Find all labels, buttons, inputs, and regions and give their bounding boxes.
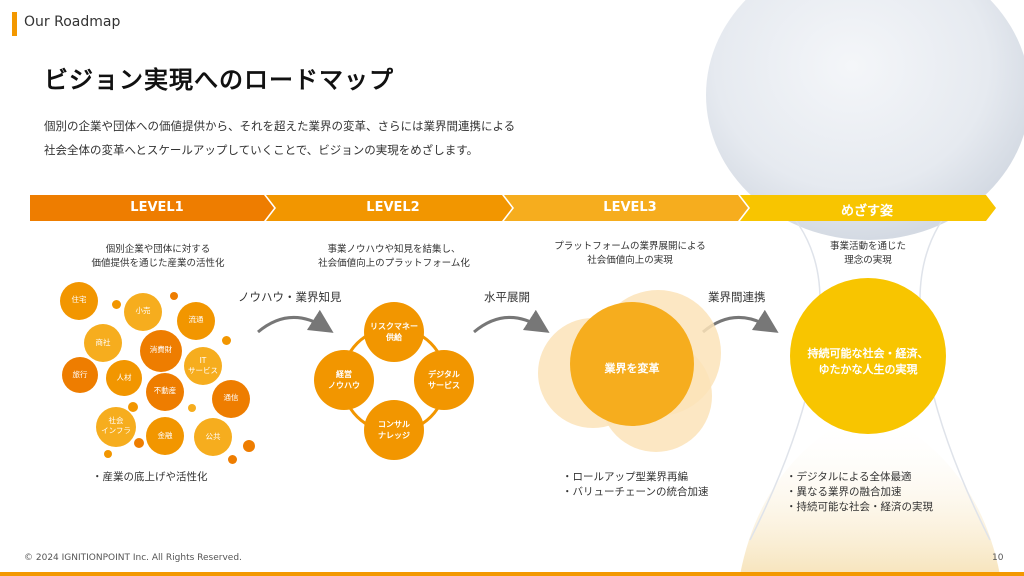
intro-line-1: 個別の企業や団体への価値提供から、それを超えた業界の変革、さらには業界間連携によ… [44, 119, 516, 133]
industry-label-trading: 商社 [95, 338, 111, 347]
level2-node-label-risk-money: リスクマネー 供給 [370, 322, 418, 342]
step-arrow-level1 [30, 195, 274, 221]
industry-bubble-infrastructure [96, 407, 136, 447]
industry-bubble-real-estate [146, 373, 184, 411]
page-number: 10 [992, 553, 1004, 563]
industry-bubble-hr [106, 360, 142, 396]
level3-main-circle [570, 302, 694, 426]
goal-bullet: 異なる業界の融合加速 [786, 485, 933, 500]
industry-bubble-telecom [212, 380, 250, 418]
level2-node-management [314, 350, 374, 410]
step-arrow-level3 [504, 195, 748, 221]
level3-bullet: バリューチェーンの統合加速 [562, 485, 709, 500]
curved-arrow-2 [473, 309, 550, 334]
industry-label-public: 公共 [205, 432, 221, 441]
step-arrow-level2 [266, 195, 512, 221]
small-dot [228, 455, 237, 464]
industry-label-finance: 金融 [157, 431, 173, 440]
level2-node-label-consulting: コンサル ナレッジ [378, 420, 410, 440]
footer-copyright: © 2024 IGNITIONPOINT Inc. All Rights Res… [24, 553, 242, 563]
small-dot [128, 402, 138, 412]
industry-bubble-finance [146, 417, 184, 455]
small-dot [134, 438, 144, 448]
step-label-level3: LEVEL3 [603, 200, 657, 215]
industry-bubble-housing [60, 282, 98, 320]
section-label: Our Roadmap [24, 14, 121, 30]
level2-node-label-management: 経営 ノウハウ [328, 370, 360, 390]
industry-label-consumer-goods: 消費財 [149, 345, 173, 354]
goal-bullet: 持続可能な社会・経済の実現 [786, 500, 934, 515]
level2-node-label-digital: デジタル サービス [428, 370, 460, 390]
industry-label-hr: 人材 [116, 373, 132, 382]
level1-bullet: 産業の底上げや活性化 [92, 470, 208, 485]
industry-label-housing: 住宅 [71, 295, 87, 304]
step-label-goal: めざす姿 [840, 204, 893, 219]
goal-bullets: デジタルによる全体最適 異なる業界の融合加速 持続可能な社会・経済の実現 [786, 470, 934, 515]
small-dot [170, 292, 178, 300]
curved-arrow-1 [257, 309, 334, 334]
step-label-level2: LEVEL2 [366, 200, 420, 215]
goal-bullet: デジタルによる全体最適 [786, 470, 933, 485]
small-dot [243, 440, 255, 452]
small-dot [112, 300, 121, 309]
transition-label-knowhow: ノウハウ・業界知見 [238, 290, 342, 304]
upper-sphere [706, 0, 1024, 240]
industry-bubble-retail [124, 293, 162, 331]
transition-label-cross-industry: 業界間連携 [708, 290, 766, 304]
industry-label-retail: 小売 [135, 306, 151, 315]
step-label-level1: LEVEL1 [130, 200, 184, 215]
industry-label-real-estate: 不動産 [153, 386, 177, 395]
level2-node-risk-money [364, 302, 424, 362]
intro-line-2: 社会全体の変革へとスケールアップしていくことで、ビジョンの実現をめざします。 [44, 143, 479, 157]
industry-bubble-travel [62, 357, 98, 393]
transition-label-horizontal: 水平展開 [484, 290, 530, 304]
goal-description: 事業活動を通じた理念の実現 [829, 241, 906, 266]
page-title: ビジョン実現へのロードマップ [44, 66, 394, 94]
industry-bubble-public [194, 418, 232, 456]
level3-bullets: ロールアップ型業界再編 バリューチェーンの統合加速 [562, 470, 709, 500]
level2-description: 事業ノウハウや知見を結集し、社会価値向上のプラットフォーム化 [318, 244, 470, 269]
small-dot [222, 336, 231, 345]
section-accent-bar [12, 12, 17, 36]
industry-label-travel: 旅行 [72, 370, 88, 379]
step-arrow-goal [740, 195, 996, 221]
level1-description: 個別企業や団体に対する価値提供を通じた産業の活性化 [91, 244, 225, 269]
industry-label-it-services: IT サービス [188, 356, 218, 375]
goal-circle [790, 278, 946, 434]
industry-bubble-logistics [177, 302, 215, 340]
bottom-accent-line [0, 572, 1024, 576]
level1-bullets: 産業の底上げや活性化 [92, 470, 208, 485]
small-dot [104, 450, 112, 458]
industry-label-logistics: 流通 [188, 315, 204, 324]
level2-node-digital [414, 350, 474, 410]
level3-description: プラットフォームの業界展開による社会価値向上の実現 [554, 241, 706, 266]
small-dot [188, 404, 196, 412]
industry-bubble-consumer-goods [140, 330, 182, 372]
industry-label-telecom: 通信 [223, 393, 239, 402]
goal-center-label: 持続可能な社会・経済、ゆたかな人生の実現 [807, 347, 929, 376]
level3-center-label: 業界を変革 [604, 362, 660, 375]
level2-node-consulting [364, 400, 424, 460]
industry-label-infrastructure: 社会 インフラ [101, 416, 131, 435]
industry-bubble-trading [84, 324, 122, 362]
level3-bullet: ロールアップ型業界再編 [562, 470, 708, 485]
industry-bubble-it-services [184, 347, 222, 385]
